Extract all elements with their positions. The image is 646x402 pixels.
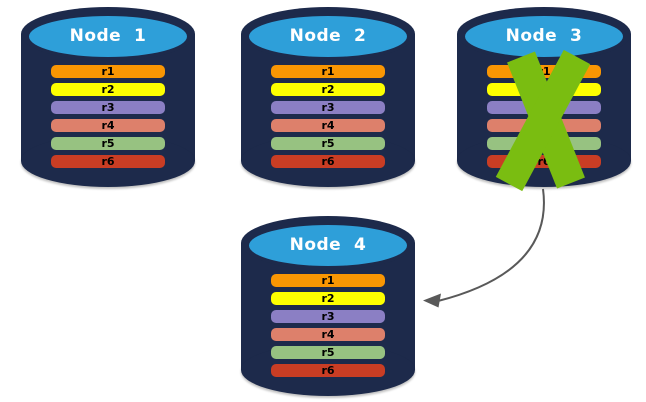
row-r6: r6 — [487, 155, 601, 168]
row-r3: r3 — [51, 101, 165, 114]
node-title: Node 3 — [505, 26, 583, 46]
row-r3: r3 — [487, 101, 601, 114]
row-r1: r1 — [271, 274, 385, 287]
row-r1: r1 — [271, 65, 385, 78]
row-list: r1 r2 r3 r4 r5 r6 — [271, 65, 385, 168]
node-1: Node 1 r1 r2 r3 r4 r5 r6 — [21, 7, 195, 187]
row-r6: r6 — [51, 155, 165, 168]
arrow-curve — [437, 188, 545, 302]
node-4: Node 4 r1 r2 r3 r4 r5 r6 — [241, 216, 415, 396]
row-r6: r6 — [271, 364, 385, 377]
node-3: Node 3 r1 r2 r3 r4 r5 r6 — [457, 7, 631, 187]
node-2: Node 2 r1 r2 r3 r4 r5 r6 — [241, 7, 415, 187]
node-title: Node 2 — [289, 26, 367, 46]
row-r5: r5 — [271, 346, 385, 359]
row-r6: r6 — [271, 155, 385, 168]
row-list: r1 r2 r3 r4 r5 r6 — [271, 274, 385, 377]
row-r5: r5 — [487, 137, 601, 150]
node-title: Node 1 — [69, 26, 147, 46]
row-list: r1 r2 r3 r4 r5 r6 — [51, 65, 165, 168]
row-r3: r3 — [271, 101, 385, 114]
row-r5: r5 — [271, 137, 385, 150]
row-list: r1 r2 r3 r4 r5 r6 — [487, 65, 601, 168]
row-r4: r4 — [51, 119, 165, 132]
cylinder-top-face — [249, 225, 407, 266]
row-r4: r4 — [271, 328, 385, 341]
row-r2: r2 — [51, 83, 165, 96]
row-r5: r5 — [51, 137, 165, 150]
row-r2: r2 — [487, 83, 601, 96]
move-data-arrow — [423, 188, 545, 308]
row-r1: r1 — [51, 65, 165, 78]
node-title: Node 4 — [289, 235, 367, 255]
row-r2: r2 — [271, 292, 385, 305]
cylinder-top-face — [249, 16, 407, 57]
row-r4: r4 — [487, 119, 601, 132]
row-r2: r2 — [271, 83, 385, 96]
row-r3: r3 — [271, 310, 385, 323]
arrow-head-icon — [423, 293, 441, 308]
row-r1: r1 — [487, 65, 601, 78]
row-r4: r4 — [271, 119, 385, 132]
cylinder-top-face — [29, 16, 187, 57]
